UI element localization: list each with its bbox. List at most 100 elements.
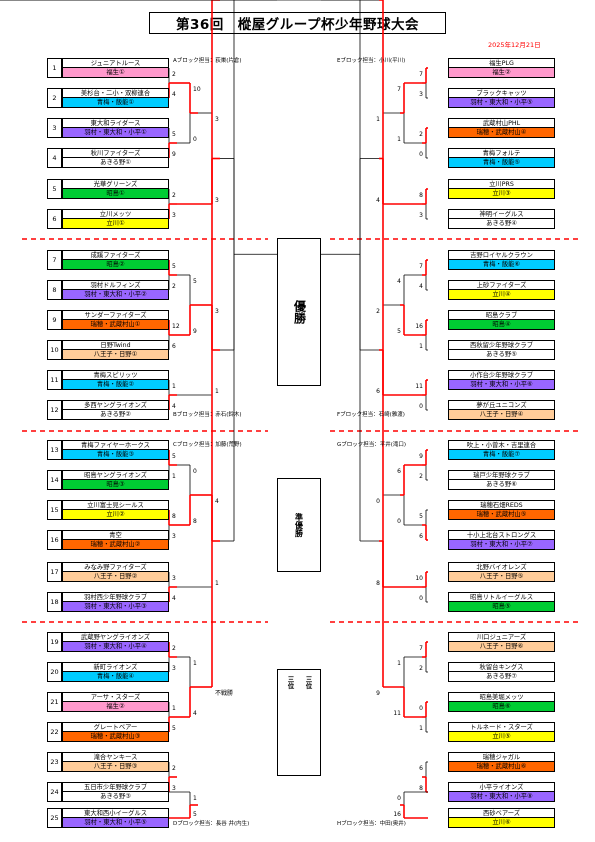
- team-affiliation: あきる野⑤: [449, 349, 554, 359]
- team-card: ジュニアトルース福生①: [62, 58, 169, 78]
- team-number: 1: [47, 58, 62, 78]
- score-label: 5: [193, 278, 197, 285]
- score-label: 7: [419, 263, 423, 270]
- team-affiliation: 立川②: [63, 509, 168, 519]
- team-affiliation: 八王子・日野⑥: [449, 641, 554, 651]
- block-label: Eブロック担当：小川(平川): [337, 58, 406, 64]
- team-affiliation: 八王子・日野②: [63, 571, 168, 581]
- team-affiliation: 羽村・東大和・小平⑥: [449, 379, 554, 389]
- score-label: 0: [193, 468, 197, 475]
- score-label: 11: [393, 710, 401, 717]
- score-label: 4: [419, 283, 423, 290]
- score-label: 5: [172, 725, 176, 732]
- team-card: 夢が丘ユニコンズ八王子・日野④: [448, 400, 555, 420]
- team-card: 青梅フォルテ青梅・飯能⑤: [448, 148, 555, 168]
- team-name: 川口ジュニアーズ: [476, 634, 527, 641]
- score-label: 9: [172, 151, 176, 158]
- team-affiliation: 瑞穂・武蔵村山⑤: [449, 509, 554, 519]
- score-label: 8: [376, 580, 380, 587]
- team-card: みなみ野ファイターズ八王子・日野②: [62, 562, 169, 582]
- score-label: 1: [419, 725, 423, 732]
- score-label: 0: [419, 595, 423, 602]
- team-card: 美杉台・二小・双柳連合青梅・飯能①: [62, 88, 169, 108]
- team-number: 8: [47, 280, 62, 300]
- score-label: 0: [397, 518, 401, 525]
- team-name: 美杉台・二小・双柳連合: [80, 90, 151, 97]
- team-card: 青梅スピリッツ青梅・飯能②: [62, 370, 169, 390]
- block-label: Fブロック担当：石崎(雅渡): [337, 412, 405, 418]
- score-label: 5: [397, 328, 401, 335]
- score-label: 2: [172, 71, 176, 78]
- team-affiliation: 羽村・東大和・小平⑤: [63, 817, 168, 827]
- team-name: 北野バイオレンズ: [476, 564, 527, 571]
- team-name: ブラックキャッツ: [476, 90, 527, 97]
- team-number: 13: [47, 440, 62, 460]
- score-label: 2: [376, 308, 380, 315]
- score-label: 6: [172, 343, 176, 350]
- score-label: 5: [172, 263, 176, 270]
- score-label: 8: [419, 192, 423, 199]
- score-label: 5: [172, 131, 176, 138]
- team-name: 成蹊ファイターズ: [90, 252, 141, 259]
- team-affiliation: 瑞穂・武蔵村山③: [63, 731, 168, 741]
- score-label: 7: [397, 86, 401, 93]
- score-label: 5: [193, 811, 197, 818]
- team-name: 武蔵野ヤングライオンズ: [80, 634, 151, 641]
- team-affiliation: あきる野⑥: [449, 479, 554, 489]
- score-label: 0: [376, 498, 380, 505]
- team-number: 23: [47, 752, 62, 772]
- team-name: 小平ライオンズ: [479, 784, 524, 791]
- score-label: 4: [397, 278, 401, 285]
- page-title: 第36回 樅屋グループ杯少年野球大会: [149, 12, 446, 34]
- team-card: 滝合ヤンキース八王子・日野③: [62, 752, 169, 772]
- score-label: 3: [172, 533, 176, 540]
- score-label: 4: [172, 91, 176, 98]
- team-number: 6: [47, 209, 62, 229]
- block-label: Gブロック担当：平井(滝口): [337, 442, 407, 448]
- team-number: 4: [47, 148, 62, 168]
- team-card: 神明イーグルスあきる野④: [448, 209, 555, 229]
- score-label: 6: [419, 765, 423, 772]
- team-affiliation: 瑞穂・武蔵村山⑥: [449, 761, 554, 771]
- team-number: 5: [47, 179, 62, 199]
- score-label: 不戦勝: [215, 689, 233, 697]
- team-card: トルネード・スターズ立川⑤: [448, 722, 555, 742]
- team-affiliation: 羽村・東大和・小平②: [63, 289, 168, 299]
- team-affiliation: 立川⑤: [449, 731, 554, 741]
- team-affiliation: あきる野④: [449, 218, 554, 228]
- team-affiliation: 青梅・飯能①: [63, 97, 168, 107]
- team-number: 21: [47, 692, 62, 712]
- score-label: 4: [172, 595, 176, 602]
- team-number: 14: [47, 470, 62, 490]
- team-number: 24: [47, 782, 62, 802]
- score-label: 4: [193, 710, 197, 717]
- team-card: 瑞戸少年野球クラブあきる野⑥: [448, 470, 555, 490]
- team-affiliation: 羽村・東大和・小平⑦: [449, 539, 554, 549]
- score-label: 7: [419, 645, 423, 652]
- team-name: 瑞穂ジャガル: [482, 754, 521, 761]
- team-name: 十小上北台ストロングス: [466, 532, 537, 539]
- team-card: 東大和西小イーグルス羽村・東大和・小平⑤: [62, 808, 169, 828]
- team-number: 20: [47, 662, 62, 682]
- team-name: 西砂ベアーズ: [482, 810, 521, 817]
- score-label: 3: [172, 212, 176, 219]
- score-label: 1: [215, 388, 219, 395]
- score-label: 2: [419, 665, 423, 672]
- team-card: ブラックキャッツ羽村・東大和・小平⑤: [448, 88, 555, 108]
- team-card: 成蹊ファイターズ昭島②: [62, 250, 169, 270]
- team-card: 羽村西少年野球クラブ羽村・東大和・小平③: [62, 592, 169, 612]
- team-name: 日野Twind: [100, 342, 131, 349]
- team-name: 光華グリーンズ: [93, 181, 138, 188]
- team-card: 小作台少年野球クラブ羽村・東大和・小平⑥: [448, 370, 555, 390]
- score-label: 9: [376, 690, 380, 697]
- team-name: 滝合ヤンキース: [93, 754, 138, 761]
- score-label: 10: [415, 575, 423, 582]
- score-label: 1: [419, 343, 423, 350]
- team-card: 西砂ベアーズ立川⑥: [448, 808, 555, 828]
- team-name: 小作台少年野球クラブ: [470, 372, 533, 379]
- score-label: 2: [172, 192, 176, 199]
- score-label: 1: [193, 660, 197, 667]
- team-name: 立川PRS: [489, 181, 514, 188]
- team-affiliation: 立川④: [449, 289, 554, 299]
